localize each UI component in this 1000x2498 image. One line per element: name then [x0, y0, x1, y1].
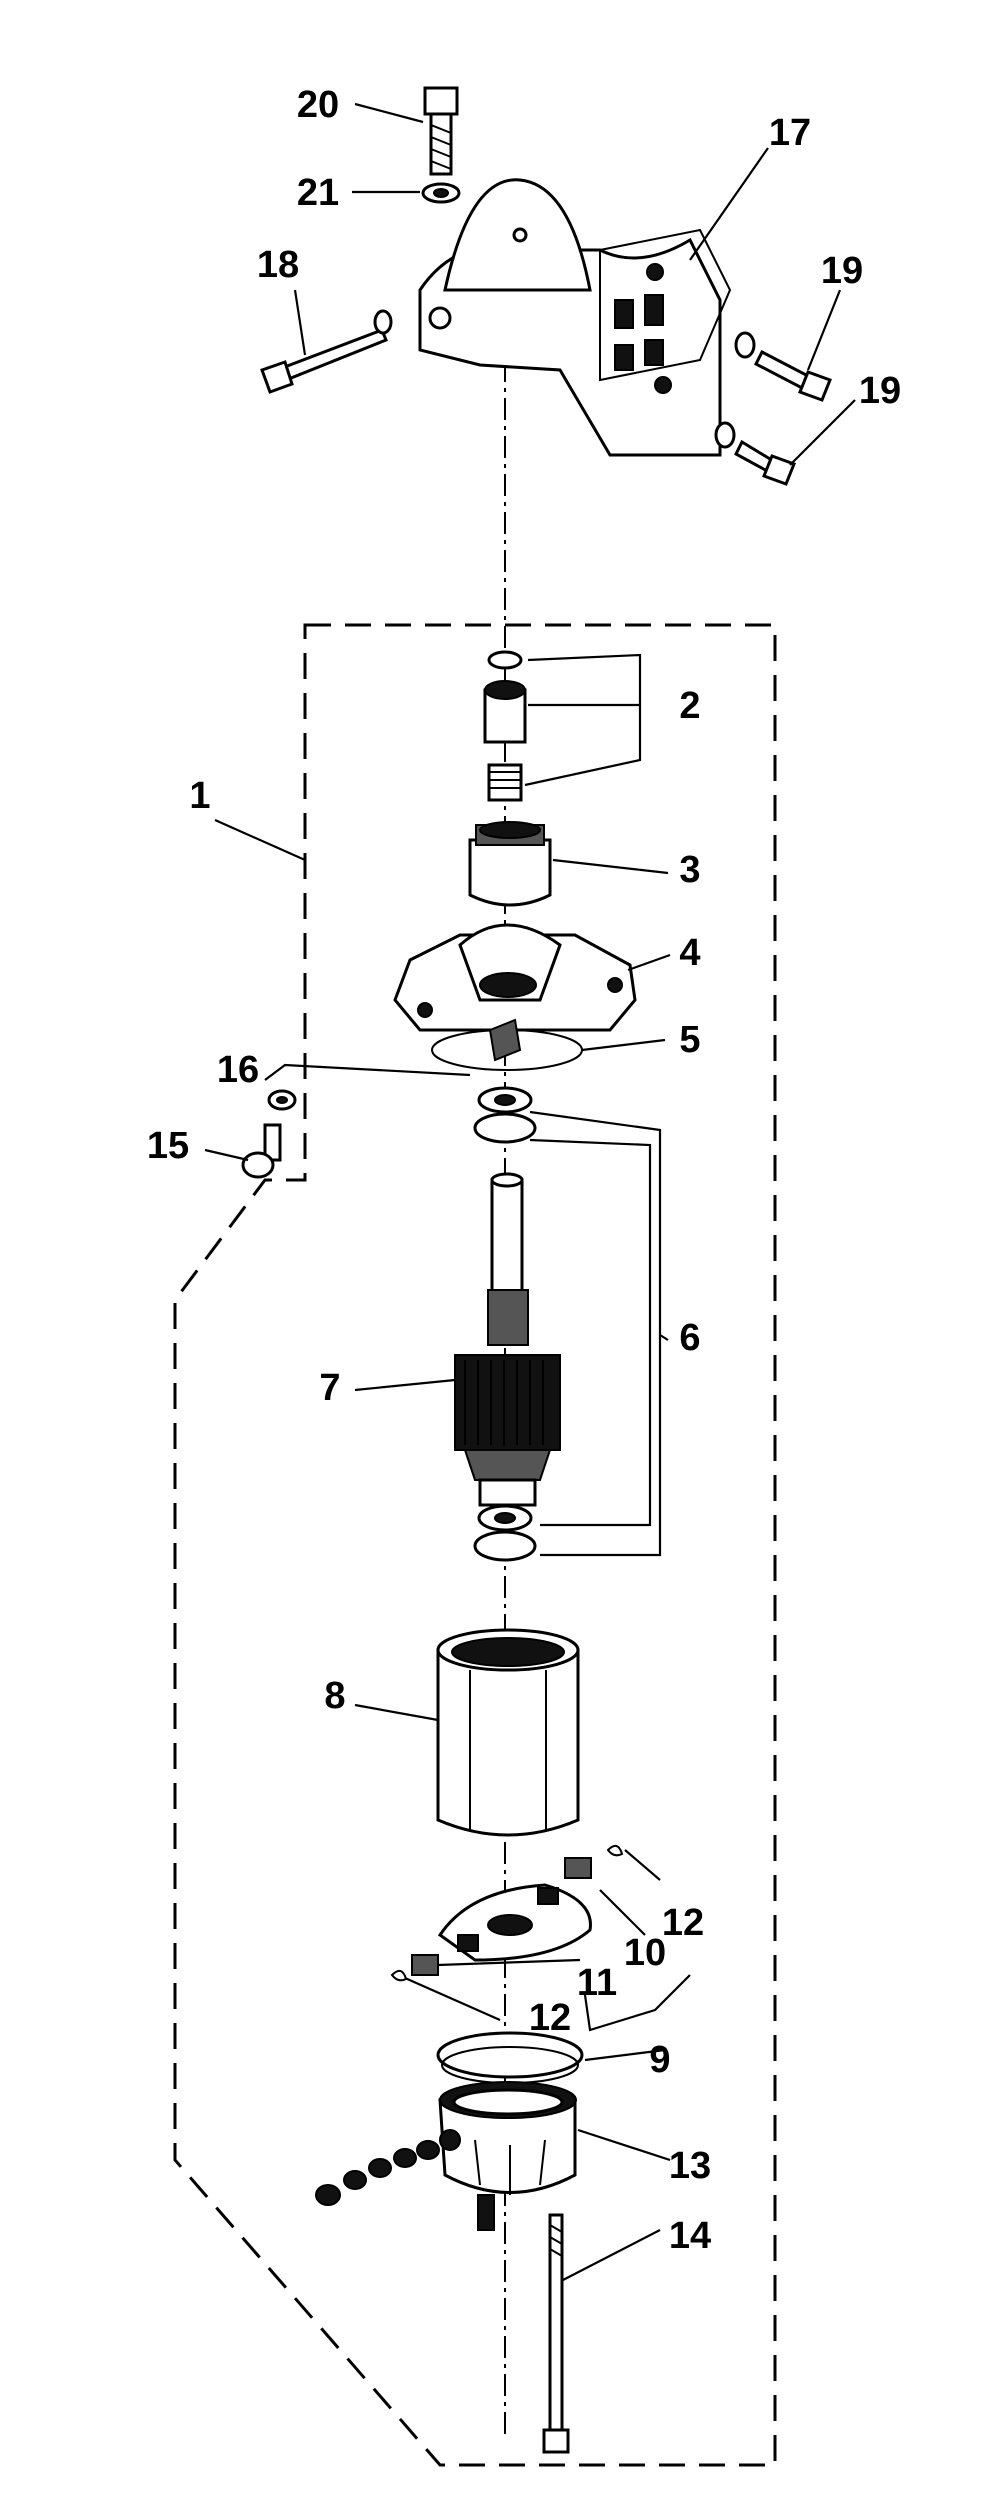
part-3-drive-pinion: [468, 821, 552, 907]
part-9-seal-ring: [436, 2031, 584, 2084]
callout-4: 4: [679, 932, 700, 974]
callout-12-lower: 12: [529, 1997, 571, 2039]
callout-20: 20: [297, 84, 339, 126]
part-5-gasket: [431, 1018, 583, 1071]
part-7-armature: [454, 1172, 561, 1507]
callout-18: 18: [257, 244, 299, 286]
part-17-bracket: [418, 178, 732, 457]
callout-2: 2: [679, 685, 700, 727]
callout-8: 8: [324, 1675, 345, 1717]
callout-9: 9: [649, 2039, 670, 2081]
part-18-bolt: [260, 309, 393, 394]
callout-14: 14: [669, 2215, 711, 2257]
callout-17: 17: [769, 112, 811, 154]
part-14-through-bolt: [542, 2213, 570, 2454]
callout-12-upper: 12: [662, 1902, 704, 1944]
part-19-bolt-lower: [714, 421, 796, 486]
part-19-bolt-upper: [734, 331, 832, 402]
part-6-washers-upper: [473, 1086, 537, 1144]
terminal-hardware: [315, 2140, 440, 2206]
callout-10: 10: [624, 1932, 666, 1974]
callout-11: 11: [577, 1962, 617, 2004]
callout-19-lower: 19: [859, 370, 901, 412]
callout-13: 13: [669, 2145, 711, 2187]
callout-6: 6: [679, 1317, 700, 1359]
part-20-bolt: [423, 86, 459, 176]
part-15-screw: [241, 1123, 282, 1179]
part-4-drive-housing: [393, 923, 637, 1032]
part-8-field-frame: [436, 1628, 580, 1837]
part-2-retainer-set: [483, 650, 527, 802]
part-6-washers-lower: [473, 1504, 537, 1562]
brush-plate: [437, 1883, 592, 1962]
callout-19-upper: 19: [821, 250, 863, 292]
callout-7: 7: [319, 1367, 340, 1409]
part-10-brush: [564, 1857, 592, 1879]
part-11-brush: [411, 1954, 439, 1976]
part-13-end-cap: [438, 2081, 577, 2231]
callout-labels: 20 21 18 17 19 19 1 2 3 4 5 6 7 8 16 15 …: [147, 84, 901, 2257]
part-12-spring-upper: [606, 1844, 624, 1857]
part-16-washer: [267, 1089, 297, 1111]
callout-15: 15: [147, 1125, 189, 1167]
leader-lines: [204, 102, 856, 2281]
callout-16: 16: [217, 1049, 259, 1091]
part-21-washer: [421, 182, 461, 204]
assembly-boundary: [173, 623, 777, 2467]
callout-21: 21: [297, 172, 339, 214]
callout-1: 1: [189, 775, 210, 817]
part-12-spring-lower: [390, 1969, 408, 1982]
callout-5: 5: [679, 1019, 700, 1061]
callout-3: 3: [679, 849, 700, 891]
